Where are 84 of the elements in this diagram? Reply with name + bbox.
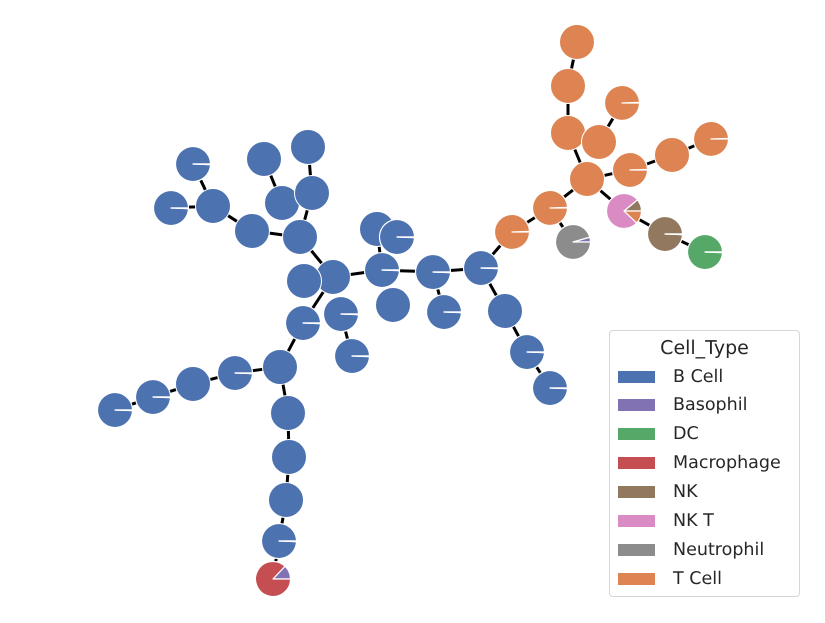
pie-chart-node (487, 293, 523, 329)
pie-chart-node (494, 214, 530, 250)
legend-title: Cell_Type (659, 337, 750, 359)
legend-label: Basophil (673, 395, 748, 416)
pie-chart-node (285, 305, 321, 341)
pie-chart-node (195, 188, 231, 224)
connector-line (286, 430, 290, 440)
pie-chart-node (509, 334, 545, 370)
pie-chart-node (550, 68, 586, 104)
pie-chart-node (654, 137, 690, 173)
pie-chart-node (550, 115, 586, 151)
legend-label: NK T (673, 511, 714, 531)
connector-line (491, 244, 502, 256)
connector-line (303, 209, 309, 221)
pie-chart-node (286, 263, 322, 299)
legend-label: DC (673, 424, 699, 444)
pie-chart-node (379, 219, 415, 255)
connector-line (570, 58, 575, 70)
legend-label: NK (673, 482, 698, 502)
pie-chart-node (323, 296, 359, 332)
connector-line (488, 282, 498, 296)
legend-label: Neutrophil (673, 540, 764, 560)
legend-label: Macrophage (673, 453, 781, 474)
pie-chart-node (271, 439, 307, 475)
connector-line (286, 338, 296, 352)
connector-line (310, 250, 324, 264)
pie-chart-node (606, 193, 642, 229)
pie-chart-node (559, 24, 595, 60)
connector-line (450, 268, 464, 272)
connector-line (562, 188, 574, 198)
pie-chart-node (268, 482, 304, 518)
pie-chart-node (334, 338, 370, 374)
connector-line (606, 117, 614, 128)
legend-label: B Cell (673, 366, 724, 386)
connector-line (399, 269, 416, 273)
pie-chart-node (315, 259, 351, 295)
pie-chart-node (135, 379, 171, 415)
pie-chart-node (234, 213, 270, 249)
pie-chart-node (261, 523, 297, 559)
pie-chart-node (604, 85, 640, 121)
pie-chart-node (175, 366, 211, 402)
pie-chart-node (647, 216, 683, 252)
pie-chart-node (693, 121, 729, 157)
connector-line (566, 104, 570, 116)
pie-chart-node (532, 370, 568, 406)
pie-chart-node (246, 141, 282, 177)
connector-line (282, 384, 286, 396)
pie-chart-node (270, 395, 306, 431)
pie-chart-node (262, 349, 298, 385)
connector-line (646, 159, 656, 166)
connector-line (573, 148, 582, 164)
connector-line (199, 179, 207, 191)
pie-chart-node (217, 355, 253, 391)
connector-line (269, 232, 283, 236)
pie-chart-node (290, 129, 326, 165)
pie-chart-node (426, 294, 462, 330)
pie-chart-node (282, 219, 318, 255)
connector-line (512, 326, 520, 338)
connector-line (308, 164, 312, 176)
connector-line (350, 270, 365, 276)
connector-line (252, 368, 263, 372)
pie-chart-node (97, 392, 133, 428)
connector-line (311, 290, 325, 310)
connector-line (226, 214, 238, 223)
connector-line (599, 189, 612, 201)
pie-chart-node (375, 287, 411, 323)
pie-chart-node (612, 152, 648, 188)
pie-chart-node (463, 250, 499, 286)
pie-chart-node (364, 252, 400, 288)
connector-line (269, 174, 277, 188)
pie-chart-node (687, 234, 723, 270)
pie-chart-node (555, 224, 591, 260)
pie-chart-node (532, 190, 568, 226)
pie-chart-node (581, 124, 617, 160)
legend-label: T Cell (673, 568, 722, 589)
pie-chart-node (294, 175, 330, 211)
pie-chart-node (255, 561, 291, 597)
pie-chart-node (153, 190, 189, 226)
pie-chart-node (264, 185, 300, 221)
connector-line (638, 218, 650, 227)
pie-chart-node (415, 254, 451, 290)
connector-line (526, 216, 536, 224)
pie-chart-node (569, 161, 605, 197)
pie-chart-node (175, 146, 211, 182)
